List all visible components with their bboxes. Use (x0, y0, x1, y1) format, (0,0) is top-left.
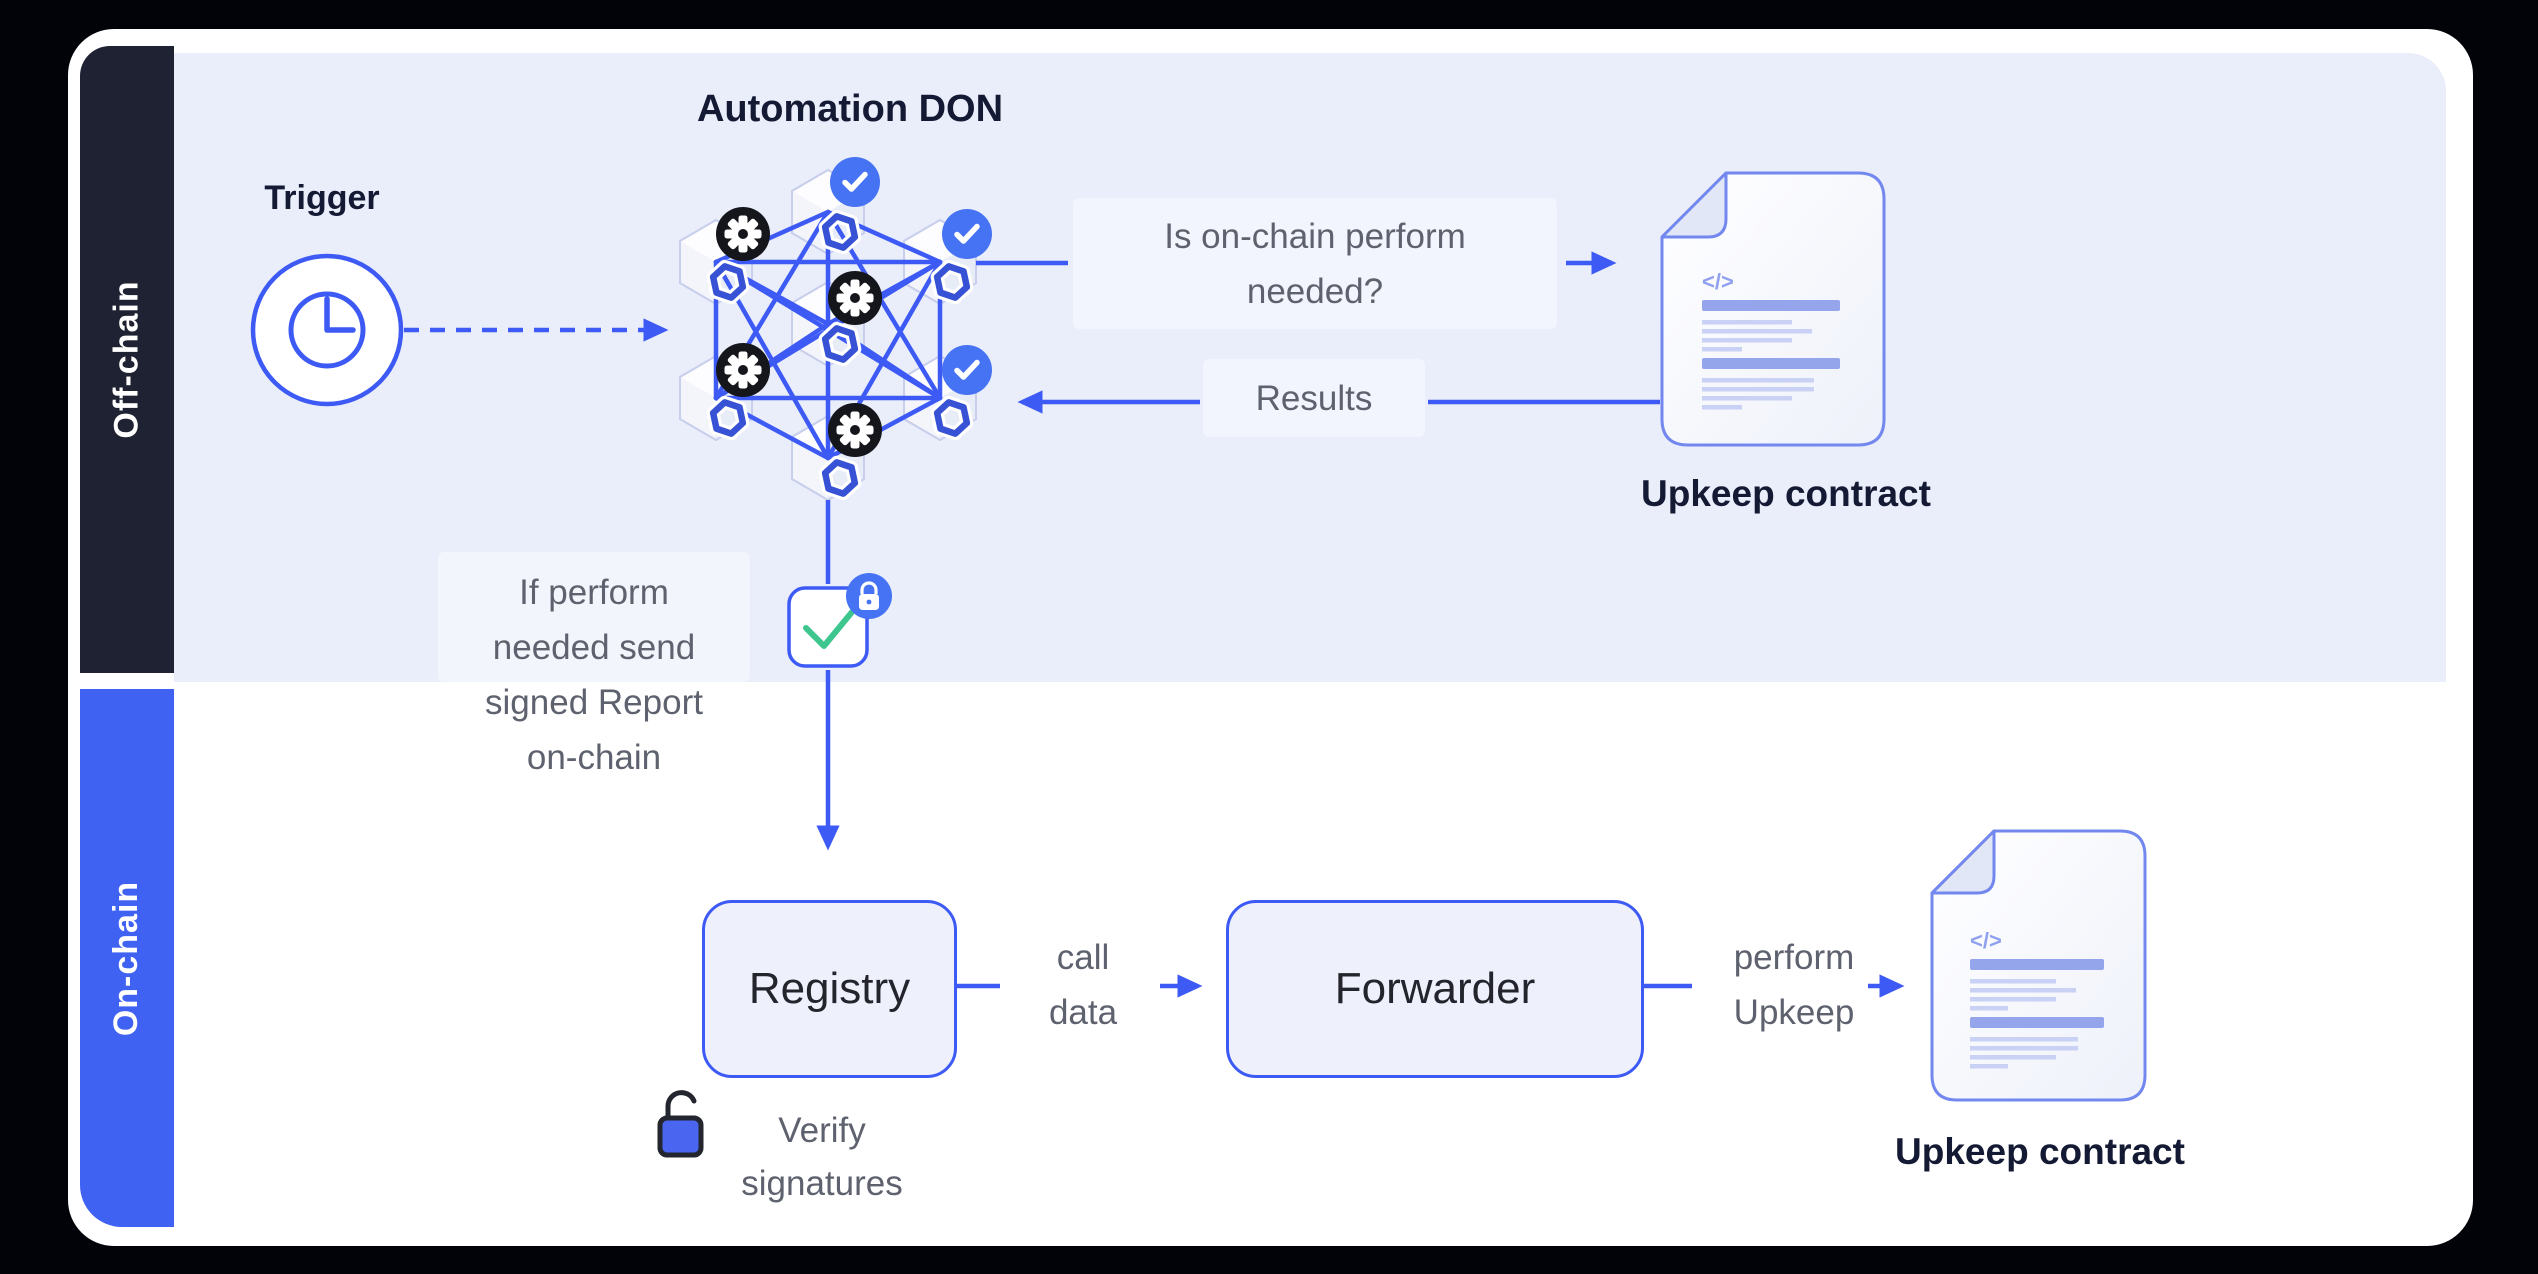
sidebar-offchain: Off-chain (80, 46, 174, 673)
upkeep-contract-bottom-label: Upkeep contract (1895, 1131, 2185, 1172)
verify-signatures-text: Verify signatures (741, 1111, 903, 1203)
registry-box: Registry (702, 900, 957, 1078)
trigger-label: Trigger (264, 178, 380, 217)
offchain-label: Off-chain (107, 280, 146, 439)
forwarder-box: Forwarder (1226, 900, 1644, 1078)
if-perform-box (438, 552, 750, 682)
call-data-text: call data (1048, 938, 1118, 1032)
perform-upkeep-text: perform Upkeep (1733, 938, 1855, 1032)
question-text: Is on-chain perform needed? (1164, 216, 1466, 311)
results-text: Results (1255, 378, 1373, 418)
onchain-label: On-chain (107, 880, 146, 1036)
if-perform-text: If perform needed send signed Report on-… (485, 573, 703, 777)
question-box (1073, 198, 1557, 329)
results-box (1203, 359, 1425, 437)
don-title: Automation DON (696, 87, 1004, 130)
registry-label: Registry (748, 964, 911, 1013)
forwarder-label: Forwarder (1334, 964, 1536, 1013)
sidebar-onchain: On-chain (80, 689, 174, 1227)
upkeep-contract-top-label: Upkeep contract (1641, 473, 1931, 514)
